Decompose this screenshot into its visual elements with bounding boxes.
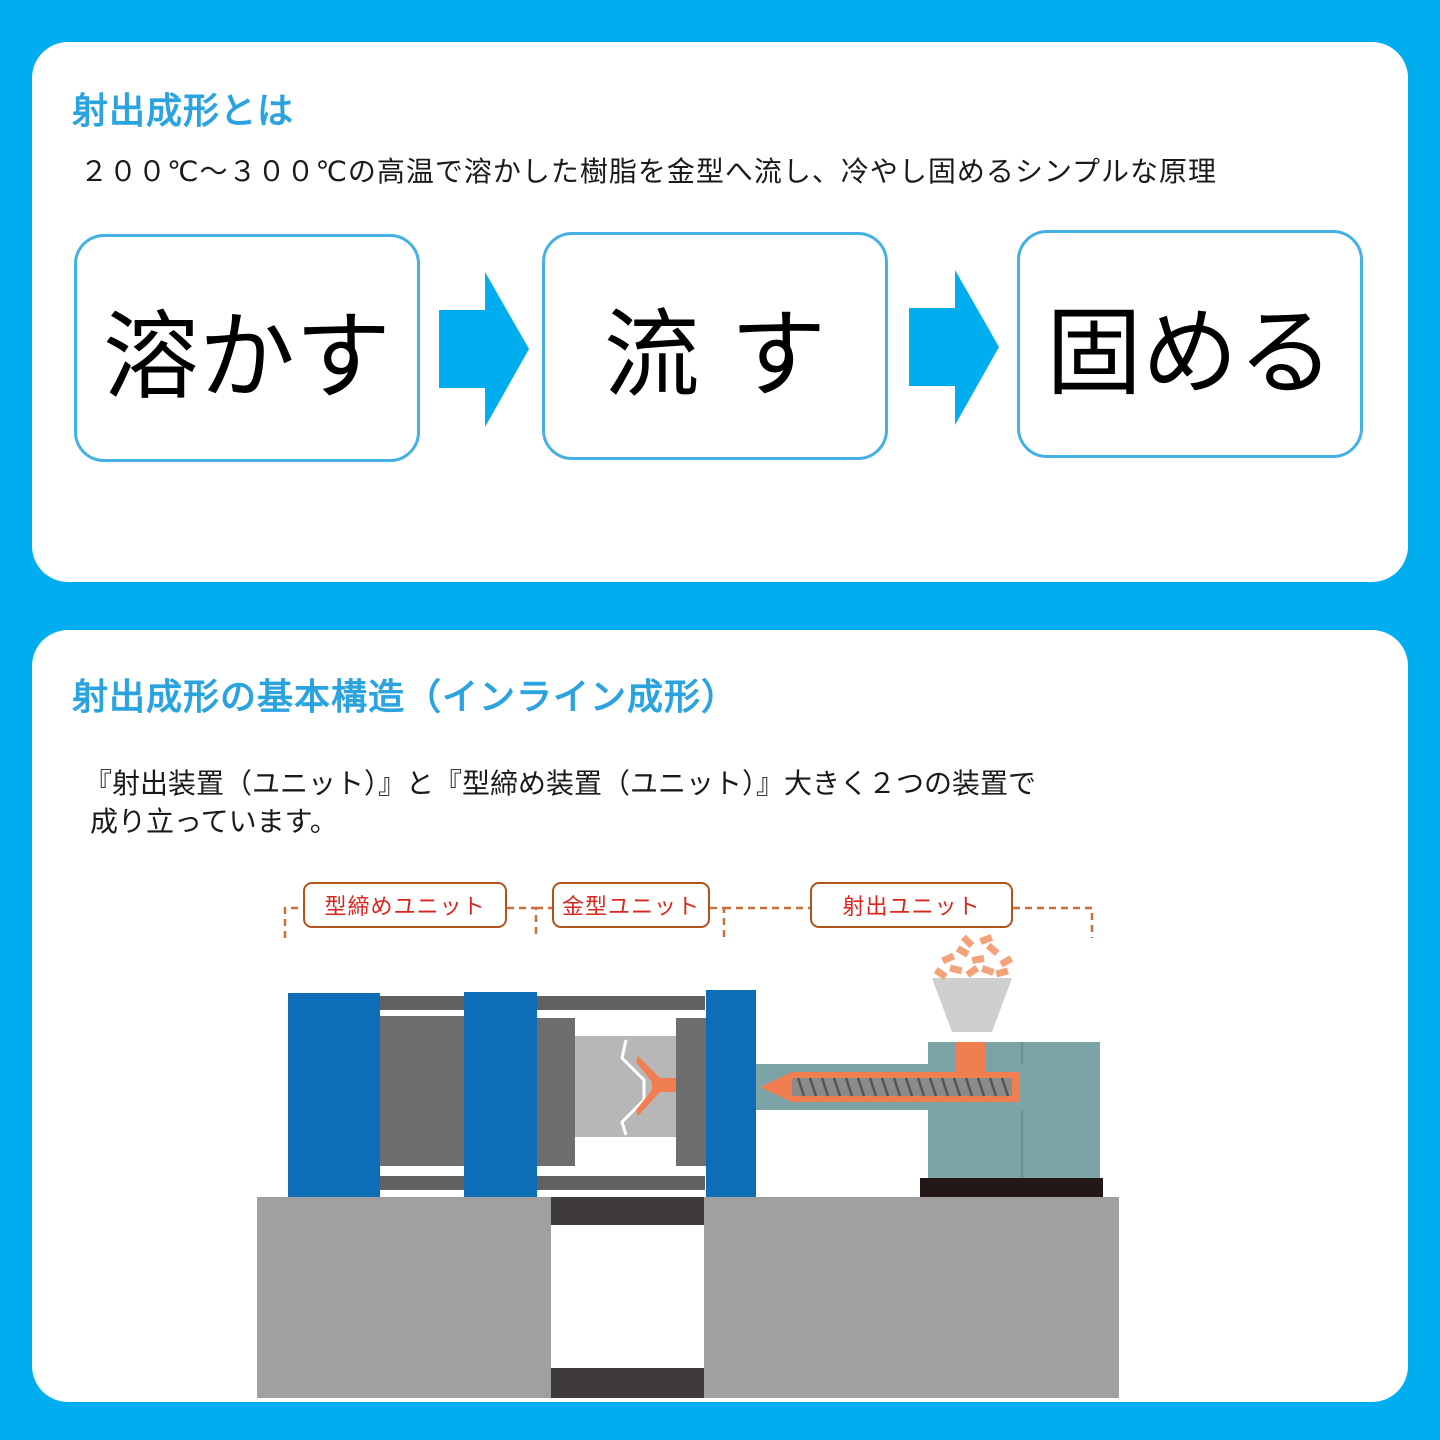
injection-molding-machine-diagram: [257, 906, 1119, 1398]
step-melt-box: 溶かす: [74, 234, 420, 462]
structure-description-line2: 成り立っています。: [90, 805, 338, 838]
tie-bar-top: [380, 996, 705, 1010]
base-opening-bottom-bar: [551, 1368, 704, 1398]
hopper-throat: [956, 1042, 986, 1072]
step-flow-label: 流 す: [603, 298, 827, 411]
structure-card: 射出成形の基本構造（インライン成形） 『射出装置（ユニット）』と『型締め装置（ユ…: [32, 630, 1408, 1402]
resin-pellets: [933, 934, 1014, 980]
base-opening-top-bar: [551, 1197, 704, 1225]
principle-title: 射出成形とは: [72, 91, 295, 132]
step-melt-label: 溶かす: [103, 300, 391, 413]
step-solidify-box: 固める: [1017, 230, 1363, 458]
base-opening: [551, 1197, 704, 1398]
mold-parting-line: [620, 1039, 646, 1136]
clamp-unit-label: 型締めユニット: [303, 882, 507, 928]
step-flow-box: 流 す: [542, 232, 888, 460]
clamp-mechanism: [380, 1016, 464, 1166]
hopper: [932, 978, 1012, 1032]
fixed-mold-plate: [676, 1018, 706, 1166]
rear-platen: [288, 993, 380, 1197]
arrow-right-icon: [439, 272, 529, 427]
principle-description: ２００℃～３００℃の高温で溶かした樹脂を金型へ流し、冷やし固めるシンプルな原理: [80, 155, 1218, 188]
arrow-right-icon: [909, 270, 999, 425]
moving-platen: [464, 992, 537, 1197]
mold-unit-label: 金型ユニット: [552, 882, 710, 928]
injection-unit-carriage: [920, 1178, 1103, 1197]
tie-bar-bottom: [380, 1176, 705, 1190]
movable-mold-plate: [537, 1018, 575, 1166]
molded-part: [636, 1056, 676, 1116]
fixed-platen: [706, 990, 756, 1197]
structure-title: 射出成形の基本構造（インライン成形）: [72, 677, 739, 718]
unit-brackets: [283, 906, 1094, 938]
injection-unit-label: 射出ユニット: [810, 882, 1013, 928]
screw: [792, 1077, 1012, 1097]
structure-description-line1: 『射出装置（ユニット）』と『型締め装置（ユニット）』大きく２つの装置で: [84, 767, 1037, 800]
principle-card: 射出成形とは ２００℃～３００℃の高温で溶かした樹脂を金型へ流し、冷やし固めるシ…: [32, 42, 1408, 582]
step-solidify-label: 固める: [1046, 296, 1334, 409]
